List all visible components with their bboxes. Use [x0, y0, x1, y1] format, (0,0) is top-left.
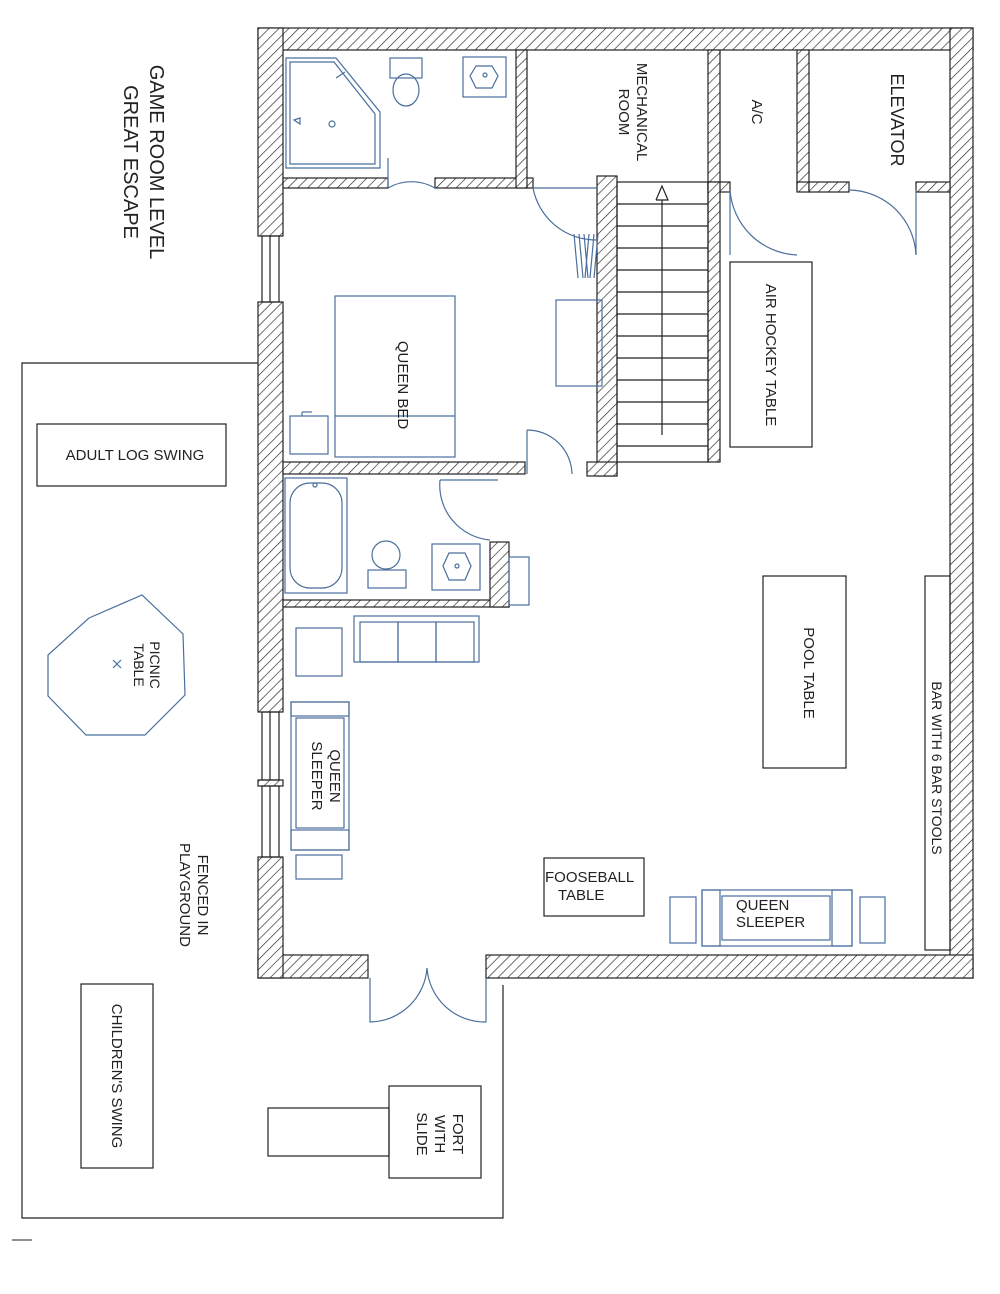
- interior-walls: [282, 49, 951, 608]
- bar-counter: [924, 575, 951, 951]
- picnic-label-1: PICNIC: [147, 641, 163, 688]
- fence-outline: [21, 362, 504, 1219]
- playground-label-1: FENCED IN: [194, 855, 211, 936]
- bathtub: [284, 477, 348, 594]
- pool-table: [762, 575, 847, 769]
- title-line1: GAME ROOM LEVEL: [145, 65, 167, 260]
- game-room-furniture: [290, 261, 951, 951]
- elevator-label: ELEVATOR: [887, 73, 907, 166]
- queen-bed: [334, 295, 456, 458]
- fort-label-3: SLIDE: [413, 1112, 430, 1155]
- bedroom-furniture: [289, 233, 603, 458]
- fort-label-1: FORT: [449, 1114, 466, 1155]
- pool-table-label: POOL TABLE: [800, 627, 817, 718]
- mechanical-room-label-2: ROOM: [615, 89, 632, 136]
- exterior-walls: [257, 27, 974, 979]
- ac-room-label: A/C: [748, 99, 765, 124]
- lower-bathroom-fixtures: [284, 477, 530, 606]
- fooseball-table: [543, 857, 645, 917]
- queen-sleeper-right: [669, 889, 886, 947]
- queen-bed-label: QUEEN BED: [394, 341, 411, 430]
- armchair: [295, 627, 343, 677]
- childrens-swing-label: CHILDREN'S SWING: [108, 1004, 125, 1149]
- dresser: [555, 299, 603, 387]
- lower-toilet: [367, 569, 407, 589]
- sleeper-right-label-1: QUEEN: [736, 897, 789, 914]
- slide: [267, 1107, 390, 1157]
- fort-label-2: WITH: [431, 1115, 448, 1153]
- sleeper-right-label-2: SLEEPER: [736, 914, 805, 931]
- bar-label: BAR WITH 6 BAR STOOLS: [929, 681, 945, 854]
- fooseball-label-2: TABLE: [558, 887, 604, 904]
- air-hockey-label: AIR HOCKEY TABLE: [762, 284, 779, 427]
- corner-shower: [285, 57, 381, 169]
- outdoor-items: [36, 423, 482, 1179]
- playground-label-2: PLAYGROUND: [176, 843, 193, 947]
- nightstand: [289, 415, 329, 455]
- fooseball-label-1: FOOSEBALL: [545, 869, 634, 886]
- picnic-label-2: TABLE: [131, 643, 147, 686]
- adult-log-swing: [36, 423, 227, 487]
- adult-swing-label: ADULT LOG SWING: [66, 447, 205, 464]
- picnic-center-mark-icon: [112, 659, 122, 669]
- air-hockey-table: [729, 261, 813, 448]
- childrens-swing: [80, 983, 154, 1169]
- sleeper-left-label-1: QUEEN: [326, 749, 343, 802]
- queen-sleeper-left: [290, 701, 350, 880]
- sofa: [353, 615, 480, 663]
- doors: [369, 158, 917, 1023]
- windows: [261, 235, 280, 858]
- top-bathroom-fixtures: [285, 56, 507, 169]
- labels: GAME ROOM LEVEL GREAT ESCAPE MECHANICAL …: [66, 63, 945, 1156]
- mechanical-room-label-1: MECHANICAL: [633, 63, 650, 161]
- staircase: [616, 181, 709, 463]
- sleeper-left-label-2: SLEEPER: [308, 741, 325, 810]
- closet-hangers-icon: [573, 233, 599, 279]
- lower-sink: [431, 543, 481, 591]
- title-line2: GREAT ESCAPE: [119, 85, 141, 239]
- picnic-table: [47, 594, 186, 736]
